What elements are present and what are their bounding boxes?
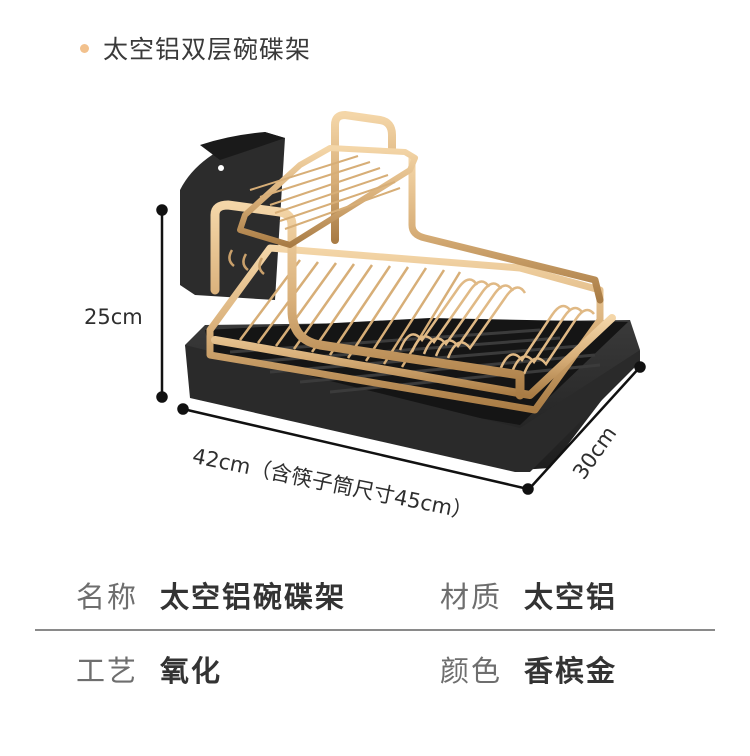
product-image — [156, 111, 646, 495]
chopstick-holder — [180, 132, 285, 300]
spec-value: 氧化 — [160, 654, 223, 688]
spec-color: 颜色 香槟金 — [440, 648, 617, 690]
spec-label: 材质 — [440, 580, 503, 614]
height-dimension-label: 25cm — [84, 305, 143, 329]
spec-name: 名称 太空铝碗碟架 — [76, 574, 346, 616]
drip-tray — [185, 318, 640, 472]
divider — [35, 629, 715, 631]
spec-label: 名称 — [76, 580, 139, 614]
spec-value: 太空铝碗碟架 — [160, 580, 347, 614]
title-row: 太空铝双层碗碟架 — [80, 28, 311, 68]
bullet-dot-icon — [80, 43, 89, 53]
spec-value: 香槟金 — [524, 654, 618, 688]
spec-material: 材质 太空铝 — [440, 574, 617, 616]
dimension-lines — [156, 204, 646, 495]
spec-label: 工艺 — [76, 654, 139, 688]
spec-label: 颜色 — [440, 654, 503, 688]
spec-value: 太空铝 — [524, 580, 618, 614]
product-title: 太空铝双层碗碟架 — [103, 35, 312, 64]
spec-process: 工艺 氧化 — [76, 648, 222, 690]
